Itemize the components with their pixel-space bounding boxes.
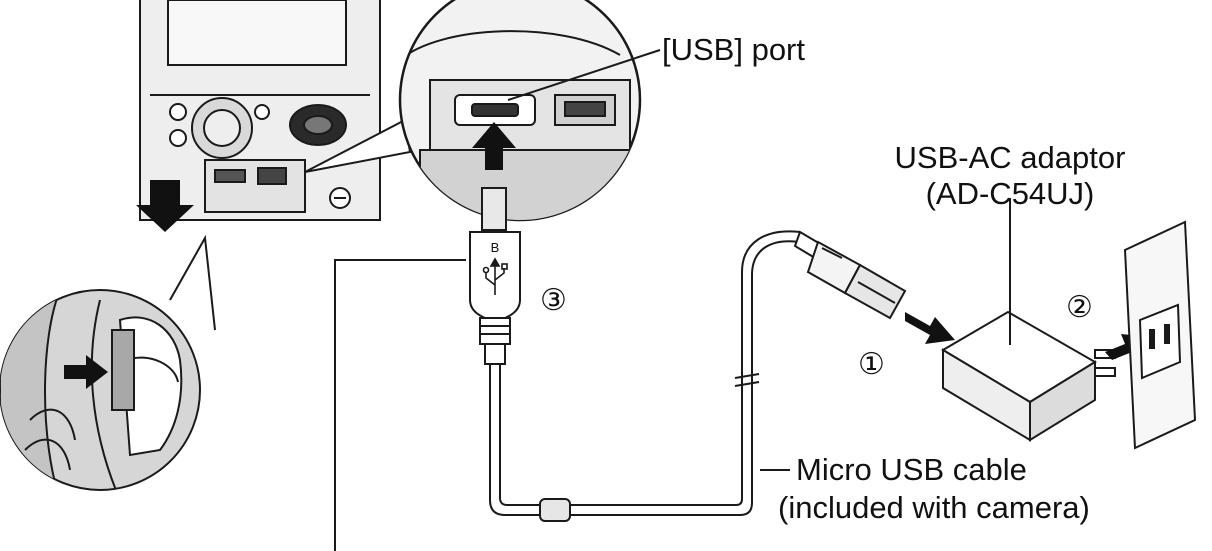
cable-label-line2: (included with camera)	[778, 490, 1090, 525]
wall-outlet	[1123, 220, 1197, 450]
step-3-marker: ③	[540, 283, 567, 318]
insert-arrow-icon	[472, 122, 516, 170]
step-2-marker: ②	[1066, 290, 1093, 325]
cable-label-line1: Micro USB cable	[796, 452, 1027, 487]
camera-body	[139, 0, 381, 221]
usb-port-leader	[507, 49, 661, 101]
adaptor-label-line2: (AD-C54UJ)	[925, 176, 1095, 211]
open-cover-arrow-icon	[136, 180, 194, 232]
hand-inset	[0, 234, 216, 491]
micro-usb-cable	[489, 230, 801, 522]
plug-in-adaptor-arrow-icon	[905, 312, 955, 344]
usb-port-label: [USB] port	[662, 32, 805, 67]
adaptor-label-line1: USB-AC adaptor	[894, 140, 1126, 175]
usb-a-plug	[793, 230, 907, 320]
usb-ac-adaptor	[941, 310, 1116, 442]
bracket-leader	[334, 259, 466, 551]
step-1-marker: ①	[858, 347, 885, 382]
usb-symbol-icon	[482, 257, 508, 295]
push-arrow-icon	[64, 355, 108, 389]
zoom-inset	[304, 0, 642, 222]
connector-mark: B	[491, 240, 500, 255]
micro-usb-plug	[469, 187, 521, 365]
